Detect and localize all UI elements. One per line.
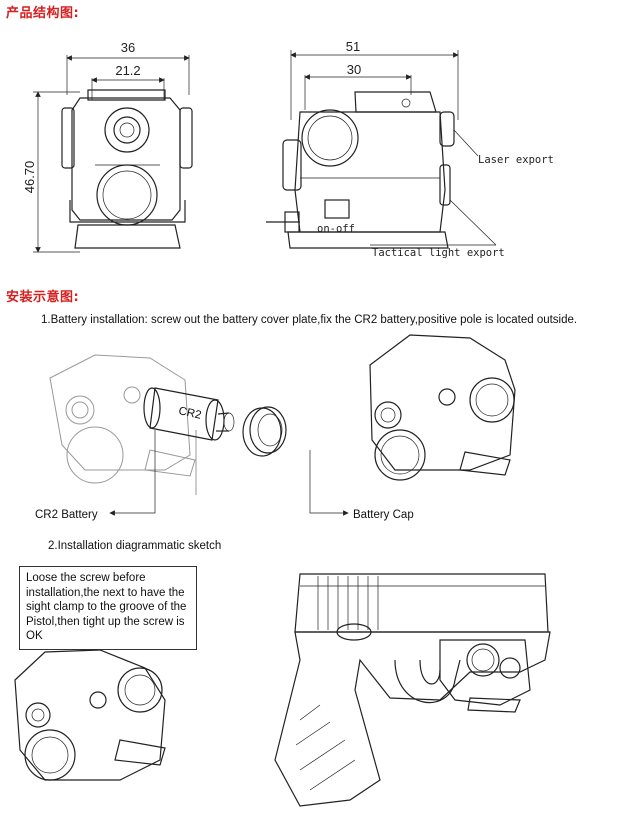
front-height: 46.70 (22, 161, 37, 194)
installation-heading: 安装示意图: (6, 290, 80, 305)
front-view-drawing: 36 21.2 46.70 (22, 40, 193, 253)
laser-export-label: Laser export (478, 154, 554, 166)
cr2-battery-drawing: CR2 (143, 387, 235, 441)
step2-device-drawing (14, 649, 166, 781)
step1-caption: 1.Battery installation: screw out the ba… (41, 314, 578, 326)
battery-cap-drawing (242, 406, 287, 457)
on-off-label: on-off (317, 223, 355, 235)
cr2-text: CR2 (177, 405, 202, 422)
step2-caption: 2.Installation diagrammatic sketch (48, 540, 222, 552)
battery-cap-label: Battery Cap (353, 509, 414, 521)
side-width-total: 51 (346, 39, 360, 54)
side-width-inner: 30 (347, 62, 361, 77)
pistol-drawing (274, 573, 551, 807)
front-width-inner: 21.2 (115, 63, 140, 78)
tactical-light-export-label: Tactical light export (372, 247, 505, 259)
front-width-total: 36 (121, 40, 135, 55)
cr2-battery-label: CR2 Battery (35, 509, 98, 521)
installation-note: Loose the screw before installation,the … (19, 566, 197, 650)
side-view-drawing: 51 30 Laser export on-off Tactical light… (266, 39, 554, 259)
step1-device-assembled (369, 334, 516, 481)
structure-heading: 产品结构图: (6, 6, 80, 21)
step1-device-open (49, 354, 197, 495)
